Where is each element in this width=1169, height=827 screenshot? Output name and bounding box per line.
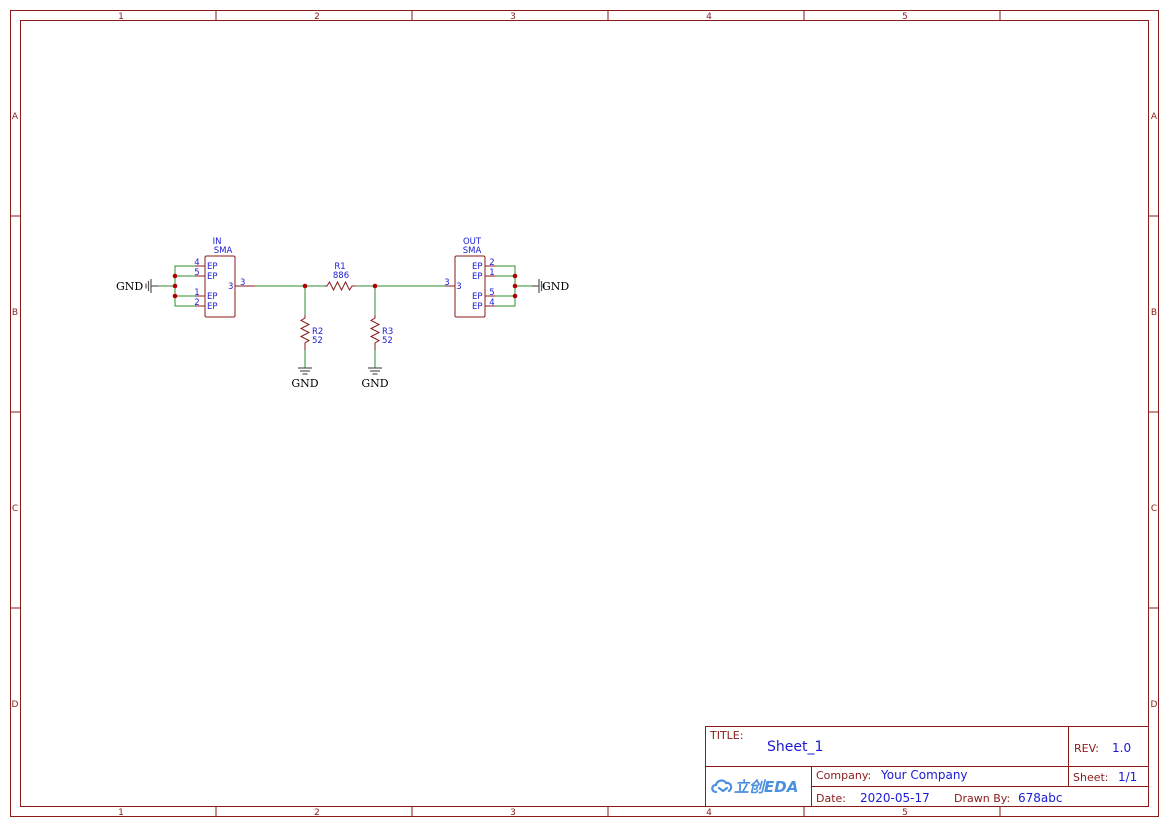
ground-icon (532, 279, 545, 293)
in-pin-name: EP (207, 292, 218, 302)
gnd-symbol-r3: GND (361, 367, 389, 390)
ground-icon (145, 279, 158, 293)
cloud-icon (711, 779, 733, 794)
in-pin-name: EP (207, 302, 218, 312)
col-label-top: 3 (510, 12, 516, 22)
out-pin-number: 2 (489, 258, 494, 268)
resistor-r1[interactable]: R1 886 (325, 262, 355, 292)
r2-value: 52 (312, 336, 323, 346)
out-pin-name: EP (472, 262, 483, 272)
r2-designator: R2 (312, 327, 323, 337)
out-pin-number: 4 (489, 298, 494, 308)
col-label-bottom: 3 (510, 808, 516, 818)
lceda-logo: 立创EDA (710, 777, 798, 795)
row-label-left: B (12, 308, 18, 318)
out-pin-name: EP (472, 292, 483, 302)
r1-value: 886 (333, 271, 349, 281)
col-label-bottom: 4 (706, 808, 712, 818)
drawn-by-label: Drawn By: (954, 792, 1011, 805)
junction-dot (302, 283, 308, 289)
in-pin-name: EP (207, 272, 218, 282)
out-center-pin-inner: 3 (456, 282, 461, 292)
in-center-pin-inner: 3 (228, 282, 233, 292)
row-label-right: A (1151, 112, 1158, 122)
col-label-top: 4 (706, 12, 712, 22)
out-value: SMA (463, 246, 482, 256)
ground-icon (368, 367, 382, 375)
sheet-title: Sheet_1 (767, 739, 824, 755)
rev-value: 1.0 (1112, 741, 1132, 755)
col-label-bottom: 2 (314, 808, 320, 818)
junction-dot (512, 283, 518, 289)
gnd-label-left: GND (116, 280, 143, 293)
in-pin-name: EP (207, 262, 218, 272)
in-designator: IN (213, 237, 222, 247)
gnd-label-r3: GND (361, 377, 388, 390)
col-label-top: 2 (314, 12, 320, 22)
title-block: TITLE: Sheet_1 REV: 1.0 立创EDA Company: Y… (705, 726, 1149, 806)
logo-text: 立创EDA (734, 778, 799, 796)
out-connector[interactable]: OUT SMA EP EP EP EP 2 1 5 4 3 3 (444, 237, 495, 318)
row-label-right: D (1151, 700, 1158, 710)
junctions (172, 273, 518, 299)
resistor-r3[interactable]: R3 52 (369, 315, 393, 350)
col-label-top: 1 (118, 12, 124, 22)
out-designator: OUT (463, 237, 482, 247)
ground-icon (298, 367, 312, 375)
row-label-right: C (1151, 504, 1157, 514)
junction-dot (512, 293, 518, 299)
sheet-label: Sheet: (1073, 771, 1109, 784)
row-label-left: D (12, 700, 19, 710)
sheet-value: 1/1 (1118, 770, 1138, 784)
gnd-symbol-r2: GND (291, 367, 319, 390)
row-label-left: A (12, 112, 19, 122)
frame-labels: 1 2 3 4 5 1 2 3 4 5 A B C D A B C D (12, 12, 1158, 818)
title-label: TITLE: (710, 729, 744, 742)
in-center-pin-outer: 3 (240, 278, 245, 288)
date-label: Date: (816, 792, 846, 805)
in-pin-number: 2 (194, 298, 199, 308)
row-label-right: B (1151, 308, 1157, 318)
drawn-by-value: 678abc (1018, 791, 1063, 805)
col-label-bottom: 1 (118, 808, 124, 818)
rev-label: REV: (1074, 742, 1099, 755)
gnd-label-right: GND (542, 280, 569, 293)
title-block-grid (705, 726, 1149, 807)
junction-dot (172, 273, 178, 279)
gnd-symbol-right: GND (532, 279, 569, 293)
out-pin-number: 5 (489, 288, 494, 298)
out-pin-name: EP (472, 272, 483, 282)
junction-dot (372, 283, 378, 289)
date-value: 2020-05-17 (860, 791, 930, 805)
resistor-r2[interactable]: R2 52 (299, 315, 323, 350)
r3-value: 52 (382, 336, 393, 346)
gnd-symbol-left: GND (116, 279, 158, 293)
junction-dot (172, 293, 178, 299)
row-label-left: C (12, 504, 18, 514)
junction-dot (512, 273, 518, 279)
in-connector[interactable]: IN SMA 4 5 1 2 EP EP EP EP 3 3 (194, 237, 255, 318)
out-center-pin-outer: 3 (444, 278, 449, 288)
r1-designator: R1 (334, 262, 345, 272)
col-label-bottom: 5 (902, 808, 908, 818)
gnd-label-r2: GND (291, 377, 318, 390)
col-label-top: 5 (902, 12, 908, 22)
in-pin-number: 1 (194, 288, 199, 298)
in-pin-number: 4 (194, 258, 199, 268)
in-pin-number: 5 (194, 268, 199, 278)
r3-designator: R3 (382, 327, 393, 337)
company-label: Company: (816, 769, 872, 782)
out-pin-name: EP (472, 302, 483, 312)
out-pin-number: 1 (489, 268, 494, 278)
in-value: SMA (214, 246, 233, 256)
company-value: Your Company (881, 768, 968, 782)
drawing-frame (10, 10, 1159, 817)
junction-dot (172, 283, 178, 289)
